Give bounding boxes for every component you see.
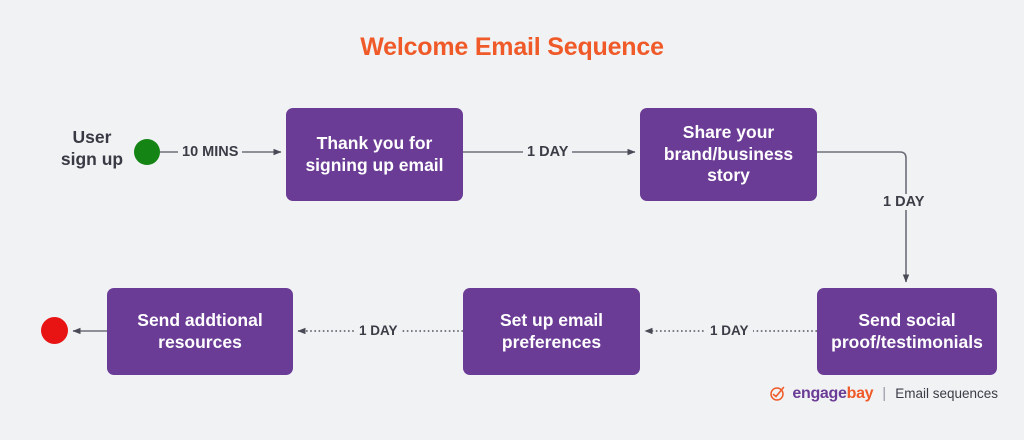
node-email-preferences-line2: preferences <box>501 331 602 352</box>
edge-label-socialproof-to-preferences: 1 DAY <box>706 323 753 338</box>
engagebay-logo-icon <box>770 386 785 401</box>
start-node-dot <box>134 139 160 165</box>
edge-label-preferences-to-resources: 1 DAY <box>355 323 402 338</box>
node-brand-story-line3: story <box>707 165 750 186</box>
node-thank-you-line2: signing up email <box>305 154 444 175</box>
end-node-dot <box>41 317 68 344</box>
start-label-line2: sign up <box>60 148 124 169</box>
start-node-label: User sign up <box>52 127 132 171</box>
node-additional-resources-line2: resources <box>158 331 242 352</box>
node-additional-resources-line1: Send addtional <box>137 309 263 330</box>
node-email-preferences-line1: Set up email <box>499 309 604 330</box>
node-thank-you-line1: Thank you for <box>316 132 433 153</box>
edge-label-signup-to-thankyou: 10 MINS <box>178 144 243 160</box>
footer-branding: engagebay | Email sequences <box>770 385 998 402</box>
logo-engage-text: engage <box>792 384 847 402</box>
edge-label-brandstory-to-socialproof: 1 DAY <box>879 194 929 210</box>
page-title: Welcome Email Sequence <box>360 33 664 61</box>
node-social-proof-line1: Send social <box>858 309 956 330</box>
node-social-proof-line2: proof/testimonials <box>831 331 983 352</box>
footer-caption: Email sequences <box>895 386 998 401</box>
node-brand-story-line1: Share your <box>682 121 775 142</box>
start-label-line1: User <box>72 127 112 147</box>
node-brand-story-line2: brand/business <box>663 143 794 164</box>
engagebay-wordmark: engagebay <box>792 384 874 402</box>
logo-bay-text: bay <box>846 384 874 402</box>
footer-separator: | <box>882 385 887 402</box>
edge-label-thankyou-to-brandstory: 1 DAY <box>523 144 573 160</box>
